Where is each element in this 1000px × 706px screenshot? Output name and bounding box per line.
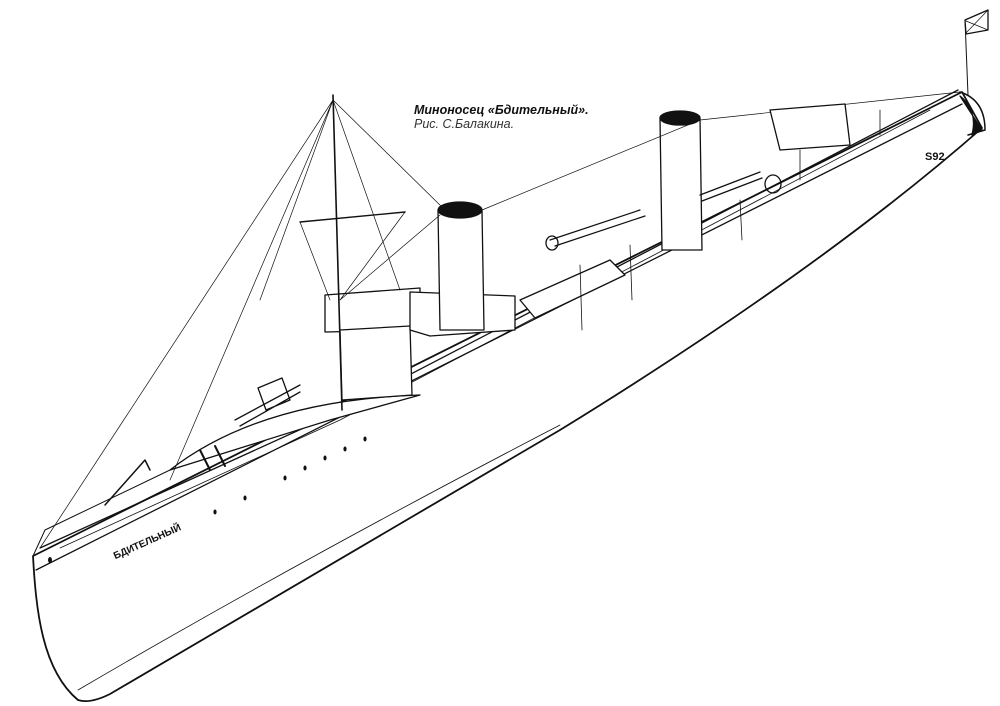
caption: Миноносец «Бдительный». Рис. С.Балакина. bbox=[414, 103, 589, 131]
funnel-aft bbox=[659, 117, 703, 251]
davit bbox=[104, 459, 151, 506]
torpedo-tube-aft bbox=[699, 171, 763, 202]
sheer-line bbox=[35, 103, 963, 571]
artist-signature: S92 bbox=[925, 151, 945, 163]
funnel-aft-cap bbox=[659, 110, 701, 126]
torpedo-tube bbox=[549, 209, 646, 247]
mast bbox=[332, 94, 343, 411]
yard bbox=[299, 211, 406, 223]
deck-inner bbox=[59, 109, 931, 549]
hull bbox=[32, 91, 983, 703]
conning-tower bbox=[339, 325, 413, 401]
flag-cross bbox=[965, 9, 989, 34]
ventilator bbox=[545, 235, 559, 251]
portholes bbox=[48, 436, 367, 563]
caption-title: Миноносец «Бдительный». bbox=[414, 103, 589, 117]
stern bbox=[959, 91, 986, 136]
aft-gun-platform bbox=[769, 103, 851, 151]
deck-stanchions bbox=[579, 109, 881, 331]
bow-rail bbox=[32, 469, 171, 557]
caption-subtitle: Рис. С.Балакина. bbox=[414, 117, 515, 131]
ventilator bbox=[764, 174, 782, 194]
funnel-forward bbox=[437, 209, 485, 331]
stern-shade bbox=[959, 95, 983, 136]
capstan bbox=[199, 445, 226, 471]
forward-gun bbox=[234, 377, 301, 427]
waterline bbox=[77, 424, 561, 691]
